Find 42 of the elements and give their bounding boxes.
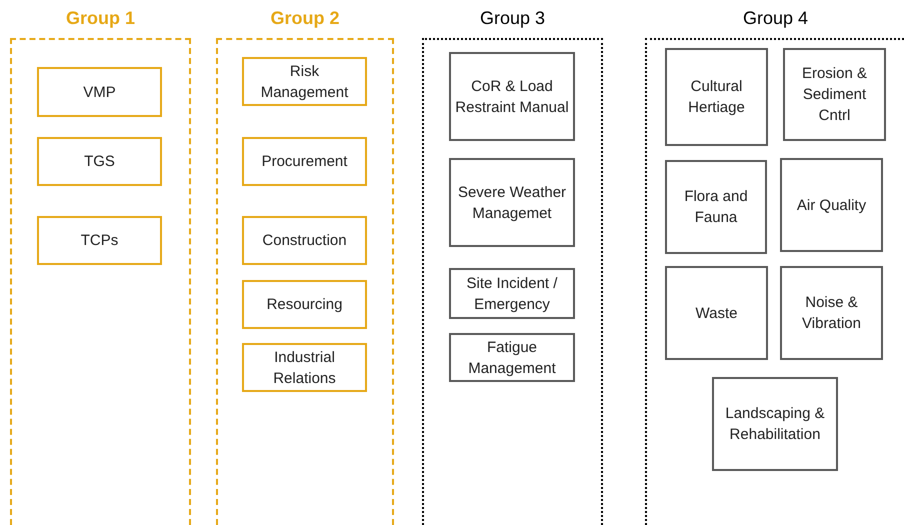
box-label: Fatigue Management [467,338,557,378]
box-label: VMP [82,82,117,102]
topic-box [37,67,162,117]
topic-box [242,57,367,106]
topic-box [712,377,838,471]
box-label: Procurement [260,152,348,172]
topic-box [449,333,575,382]
group-title: Group 1 [64,8,136,29]
box-label: Landscaping & Rehabilitation [724,404,826,445]
box-label: Erosion & Sediment Cntrl [800,64,868,126]
topic-box [242,137,367,186]
topic-box [449,268,575,319]
topic-box [449,52,575,141]
topic-box [242,343,367,392]
box-label: Resourcing [266,295,344,315]
topic-box [780,266,883,360]
box-label: Flora and Fauna [683,187,749,228]
topic-box [449,158,575,247]
box-label: Risk Management [260,62,350,102]
box-label: Severe Weather Managemet [456,182,568,224]
topic-box [242,216,367,265]
box-label: Cultural Hertiage [687,77,746,118]
box-label: Construction [261,231,348,251]
box-label: Industrial Relations [272,348,337,388]
box-label: TCPs [80,231,120,251]
box-label: Waste [694,304,738,324]
box-label: CoR & Load Restraint Manual [454,76,570,118]
group-title: Group 3 [478,8,546,29]
group-title: Group 4 [742,8,810,29]
box-label: Site Incident / Emergency [466,274,558,314]
topic-box [37,137,162,186]
group-title: Group 2 [269,8,340,29]
topic-box [665,48,768,146]
topic-box [242,280,367,329]
box-label: TGS [83,152,116,172]
topic-box [665,160,767,254]
box-label: Noise & Vibration [801,293,862,334]
topic-box [37,216,162,265]
topic-box [783,48,886,141]
box-label: Air Quality [796,196,868,216]
topic-box [665,266,768,360]
topic-box [780,158,883,252]
